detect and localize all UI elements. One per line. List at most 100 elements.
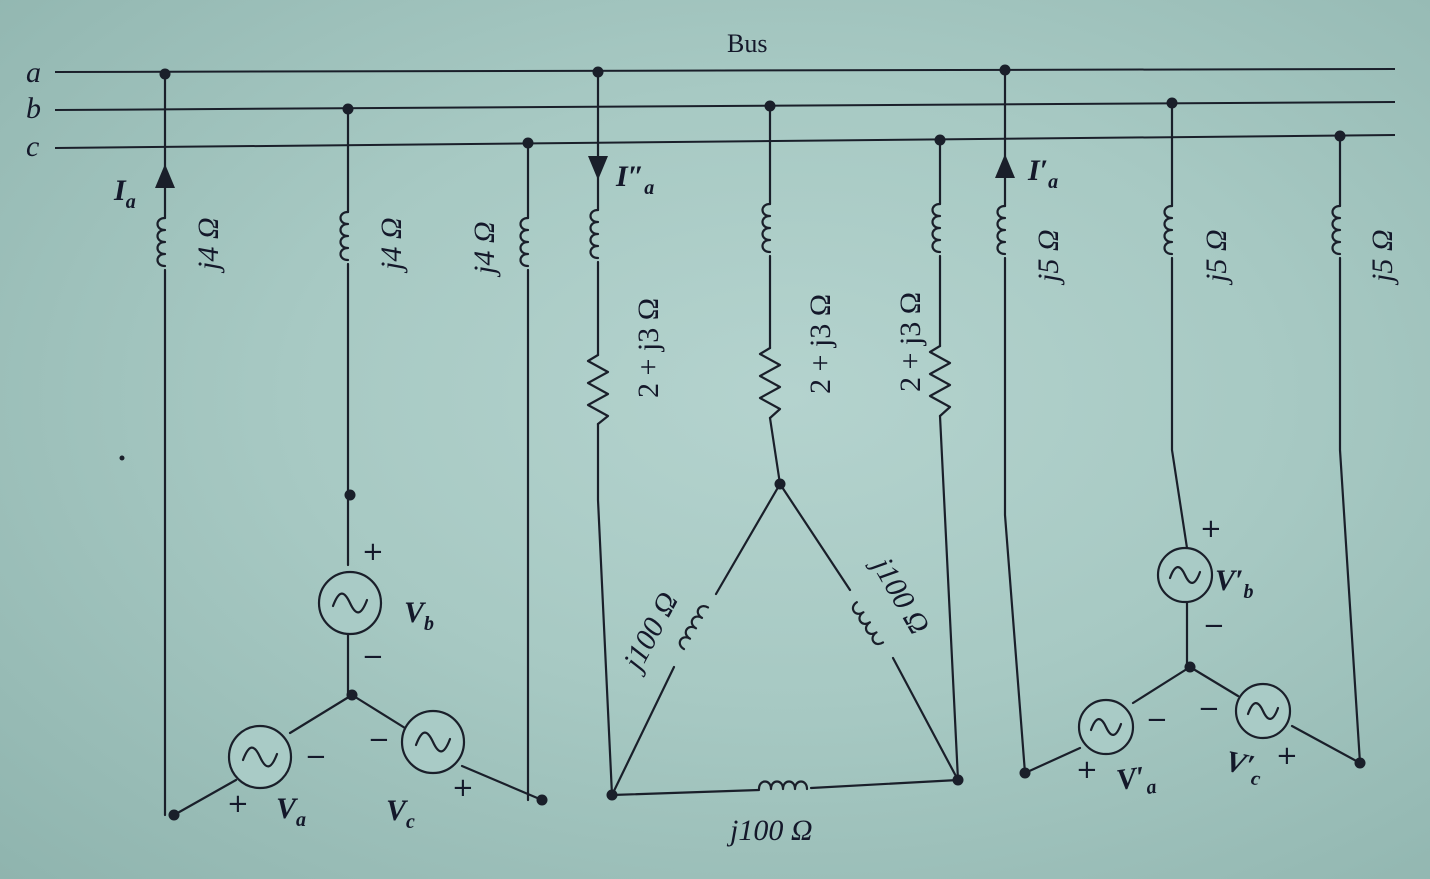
bus-label-c: c [26, 130, 39, 163]
load-phase-b-wire [768, 104, 782, 486]
node-dot [934, 134, 946, 146]
node-dot [764, 100, 776, 112]
source-va-label: Va [276, 792, 306, 831]
node-dot [1166, 97, 1178, 109]
inductor-icon [339, 210, 350, 262]
minus-sign: − [1146, 705, 1168, 735]
gen2-phase-b-wire [1170, 101, 1189, 669]
gen2-impedance-c: j5 Ω [1366, 229, 1399, 286]
gen1-current-label: Ia [113, 174, 136, 213]
node-dot [606, 789, 618, 801]
node-dot [1019, 767, 1031, 779]
plus-sign: + [1276, 741, 1298, 771]
minus-sign: − [368, 725, 390, 755]
source-vb-prime [1156, 546, 1214, 604]
delta-impedance-left: j100 Ω [615, 587, 685, 679]
arrow-down-icon [588, 156, 608, 180]
neutral-node-dot [346, 689, 358, 701]
arrow-up-icon [995, 154, 1015, 178]
node-dot [342, 103, 354, 115]
gen1-wye-wires [172, 693, 544, 817]
inductor-icon [1163, 204, 1174, 256]
load-phase-c-wire [938, 138, 960, 782]
gen2-impedance-b: j5 Ω [1200, 229, 1233, 286]
plus-sign: + [362, 537, 384, 567]
delta-impedance-bottom: j100 Ω [726, 814, 813, 847]
resistor-icon [586, 353, 610, 426]
node-dot [592, 66, 604, 78]
ac-source-icon [331, 592, 369, 614]
resistor-icon [758, 346, 782, 420]
generator-2: I′a j5 Ω j5 Ω j5 Ω V′b V′a V′c + − + − −… [995, 64, 1399, 803]
node-dot [522, 137, 534, 149]
neutral-node-dot [1184, 661, 1196, 673]
ac-source-icon [414, 731, 452, 753]
node-dot [999, 64, 1011, 76]
source-vc [400, 709, 466, 775]
bus-line-b [54, 101, 1396, 111]
stray-mark [119, 455, 125, 461]
gen2-impedance-a: j5 Ω [1032, 229, 1065, 286]
inductor-icon [156, 216, 167, 268]
delta-left-wire [610, 482, 782, 797]
node-dot [344, 489, 356, 501]
gen1-impedance-c: j4 Ω [468, 221, 501, 278]
resistor-icon [928, 344, 952, 418]
source-va-prime [1077, 698, 1135, 756]
gen2-wye-wires [1023, 665, 1362, 775]
load-current-label: I″a [615, 160, 654, 199]
inductor-icon [761, 202, 772, 254]
source-va [227, 724, 293, 790]
load-phase-a-wire [596, 70, 614, 797]
minus-sign: − [1203, 611, 1225, 641]
source-va-prime-label: V′a [1114, 759, 1158, 803]
plus-sign: + [1076, 755, 1098, 785]
node-dot [536, 794, 548, 806]
bus-title: Bus [727, 29, 767, 58]
inductor-icon [996, 204, 1007, 256]
inductor-icon [589, 208, 600, 260]
node-dot [168, 809, 180, 821]
bus-label-a: a [26, 56, 41, 89]
minus-sign: − [305, 742, 327, 772]
ac-source-icon [1168, 566, 1202, 584]
ac-source-icon [1246, 702, 1280, 720]
node-dot [1354, 757, 1366, 769]
load: I″a 2 + j3 Ω 2 + j3 Ω 2 + j3 Ω j100 Ω j1… [586, 66, 964, 847]
delta-bottom-wire [610, 778, 960, 797]
node-dot [1334, 130, 1346, 142]
load-impedance-a: 2 + j3 Ω [632, 298, 665, 398]
inductor-icon [849, 601, 885, 648]
ac-source-icon [1089, 718, 1123, 736]
plus-sign: + [1200, 514, 1222, 544]
load-impedance-b: 2 + j3 Ω [804, 294, 837, 394]
bus-label-b: b [26, 92, 41, 125]
source-vc-prime [1234, 682, 1292, 740]
node-dot [774, 478, 786, 490]
plus-sign: + [227, 789, 249, 819]
bus-line-a [54, 68, 1396, 73]
gen2-current-label: I′a [1027, 154, 1058, 193]
load-impedance-c: 2 + j3 Ω [894, 292, 927, 392]
node-dot [159, 68, 171, 80]
bus: Bus a b c [26, 29, 1396, 163]
delta-right-wire [778, 482, 960, 782]
arrow-up-icon [155, 164, 175, 188]
inductor-icon [1331, 204, 1342, 256]
generator-1: Ia j4 Ω j4 Ω j4 Ω Vb Va Vc + − + − − + [113, 68, 548, 833]
minus-sign: − [1198, 694, 1220, 724]
plus-sign: + [452, 773, 474, 803]
gen1-impedance-b: j4 Ω [375, 217, 408, 274]
source-vb-label: Vb [404, 596, 434, 635]
minus-sign: − [362, 642, 384, 672]
ac-source-icon [241, 746, 279, 768]
source-vc-label: Vc [386, 794, 415, 833]
gen2-phase-a-wire [1003, 68, 1027, 775]
source-vc-prime-label: V′c [1221, 745, 1266, 791]
gen2-phase-c-wire [1338, 134, 1362, 765]
inductor-icon [676, 602, 710, 651]
inductor-icon [519, 216, 530, 268]
inductor-icon [757, 780, 809, 791]
